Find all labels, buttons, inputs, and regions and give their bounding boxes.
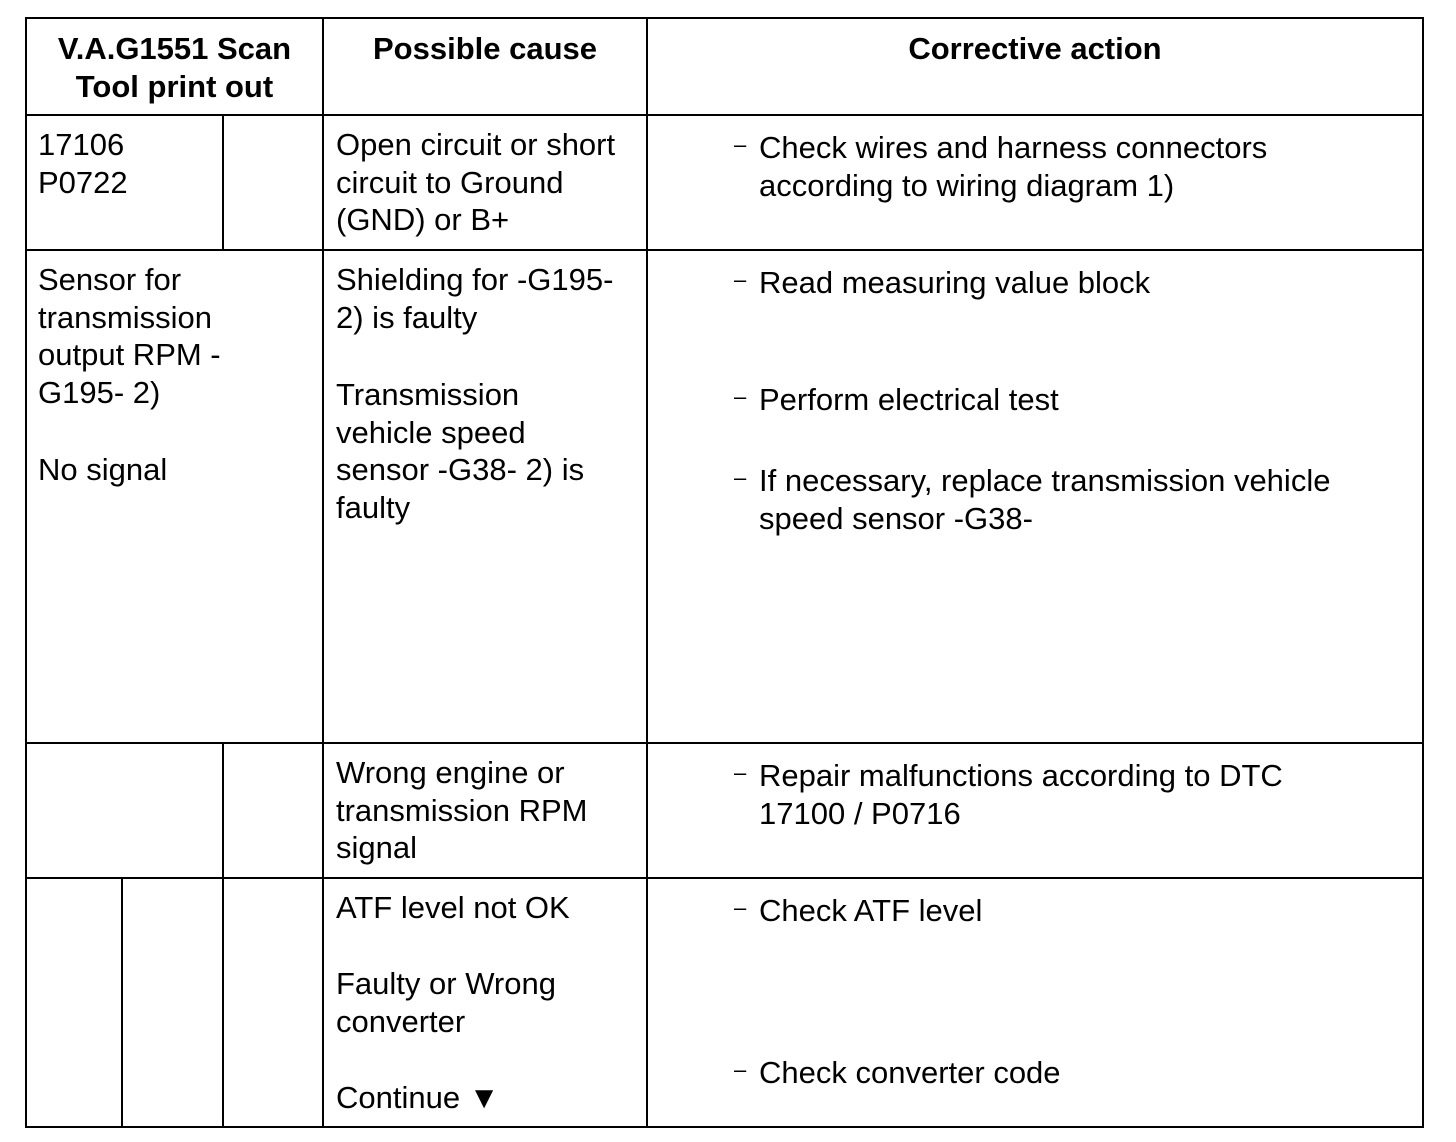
row-divider — [25, 877, 1424, 879]
bullet-dash: – — [734, 384, 747, 409]
table-border-left — [25, 17, 27, 1128]
corrective-action: Read measuring value block — [759, 265, 1151, 300]
column-divider — [646, 17, 648, 1128]
bullet-dash: – — [734, 895, 747, 920]
bullet-dash: – — [734, 1057, 747, 1082]
corrective-action: Repair malfunctions according to DTC 171… — [759, 758, 1283, 831]
corrective-action: Perform electrical test — [759, 382, 1059, 417]
possible-cause: Faulty or Wrong converter — [336, 966, 556, 1039]
header-divider — [25, 114, 1424, 116]
table-border-top — [25, 17, 1424, 19]
possible-cause: ATF level not OK — [336, 890, 570, 925]
bullet-dash: – — [734, 132, 747, 157]
table-border-right — [1422, 17, 1424, 1128]
header-possible-cause: Possible cause — [372, 31, 597, 66]
corrective-action: Check ATF level — [759, 893, 983, 928]
sub-column-divider — [222, 114, 224, 251]
header-corrective-action: Corrective action — [908, 31, 1162, 66]
row-divider — [25, 249, 1424, 251]
continue-link[interactable]: Continue ▼ — [336, 1080, 500, 1115]
sub-column-divider — [121, 877, 123, 1128]
possible-cause: Shielding for -G195- 2) is faulty — [336, 262, 614, 335]
corrective-action: If necessary, replace transmission vehic… — [759, 463, 1331, 536]
corrective-action: Check wires and harness connectors accor… — [759, 130, 1268, 203]
bullet-dash: – — [734, 267, 747, 292]
dtc-code: 17106 P0722 — [38, 127, 128, 200]
bullet-dash: – — [734, 465, 747, 490]
bullet-dash: – — [734, 760, 747, 785]
possible-cause: Wrong engine or transmission RPM signal — [336, 755, 588, 865]
row-divider — [25, 742, 1424, 744]
column-divider — [322, 17, 324, 1128]
corrective-action: Check converter code — [759, 1055, 1061, 1090]
sub-column-divider — [222, 742, 224, 1128]
possible-cause: Open circuit or short circuit to Ground … — [336, 127, 616, 237]
table-border-bottom — [25, 1126, 1424, 1128]
component-name: Sensor for transmission output RPM - G19… — [38, 262, 221, 410]
possible-cause: Transmission vehicle speed sensor -G38- … — [336, 377, 585, 525]
header-scan-tool: V.A.G1551 Scan Tool print out — [57, 31, 292, 104]
fault-type: No signal — [38, 452, 168, 487]
